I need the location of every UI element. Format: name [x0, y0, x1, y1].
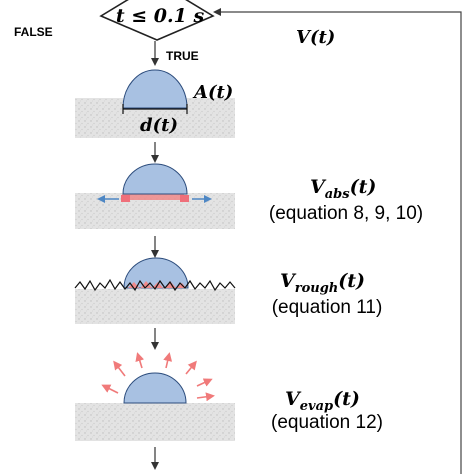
true-label: TRUE [166, 49, 199, 63]
evap-arrow-1 [101, 384, 119, 394]
stage3-volume-label: Vrough(t) [280, 270, 365, 296]
evap-arrow-4 [163, 352, 173, 369]
evap-arrow-5 [185, 360, 197, 375]
decision-diamond [99, 0, 215, 41]
stage2-droplet [122, 163, 188, 195]
stage2-absorption-group: Vabs(t) (equation 8, 9, 10) [75, 163, 423, 229]
decision-condition: t ≤ 0.1 s [116, 5, 205, 27]
evap-arrow-6 [196, 378, 213, 387]
stage2-volume-label: Vabs(t) [310, 176, 376, 202]
stage4-droplet [123, 372, 187, 404]
absorption-zone [122, 194, 184, 200]
stage3-substrate [75, 289, 235, 324]
stage3-equation: (equation 11) [272, 297, 383, 318]
stage4-equation: (equation 12) [271, 412, 383, 433]
absorption-left [121, 195, 130, 202]
evap-arrow-2 [113, 360, 126, 377]
evap-arrow-7 [196, 392, 215, 402]
stage1-droplet [122, 69, 188, 109]
area-label: A(t) [192, 82, 233, 103]
stage4-volume-label: Vevap(t) [285, 388, 360, 414]
stage3-roughness-group: Vrough(t) (equation 11) [74, 257, 383, 324]
stage4-evaporation-group: Vevap(t) (equation 12) [75, 352, 383, 441]
loop-label: V(t) [296, 27, 335, 48]
false-label: FALSE [14, 25, 53, 39]
loop-line [213, 8, 462, 474]
evap-arrow-3 [135, 352, 145, 369]
absorption-right [180, 195, 189, 202]
rough-surface [74, 278, 236, 292]
stage2-equation: (equation 8, 9, 10) [269, 203, 423, 224]
diameter-label: d(t) [140, 115, 178, 136]
stage1-droplet-group: A(t) d(t) [75, 69, 235, 138]
stage4-substrate [75, 403, 235, 441]
